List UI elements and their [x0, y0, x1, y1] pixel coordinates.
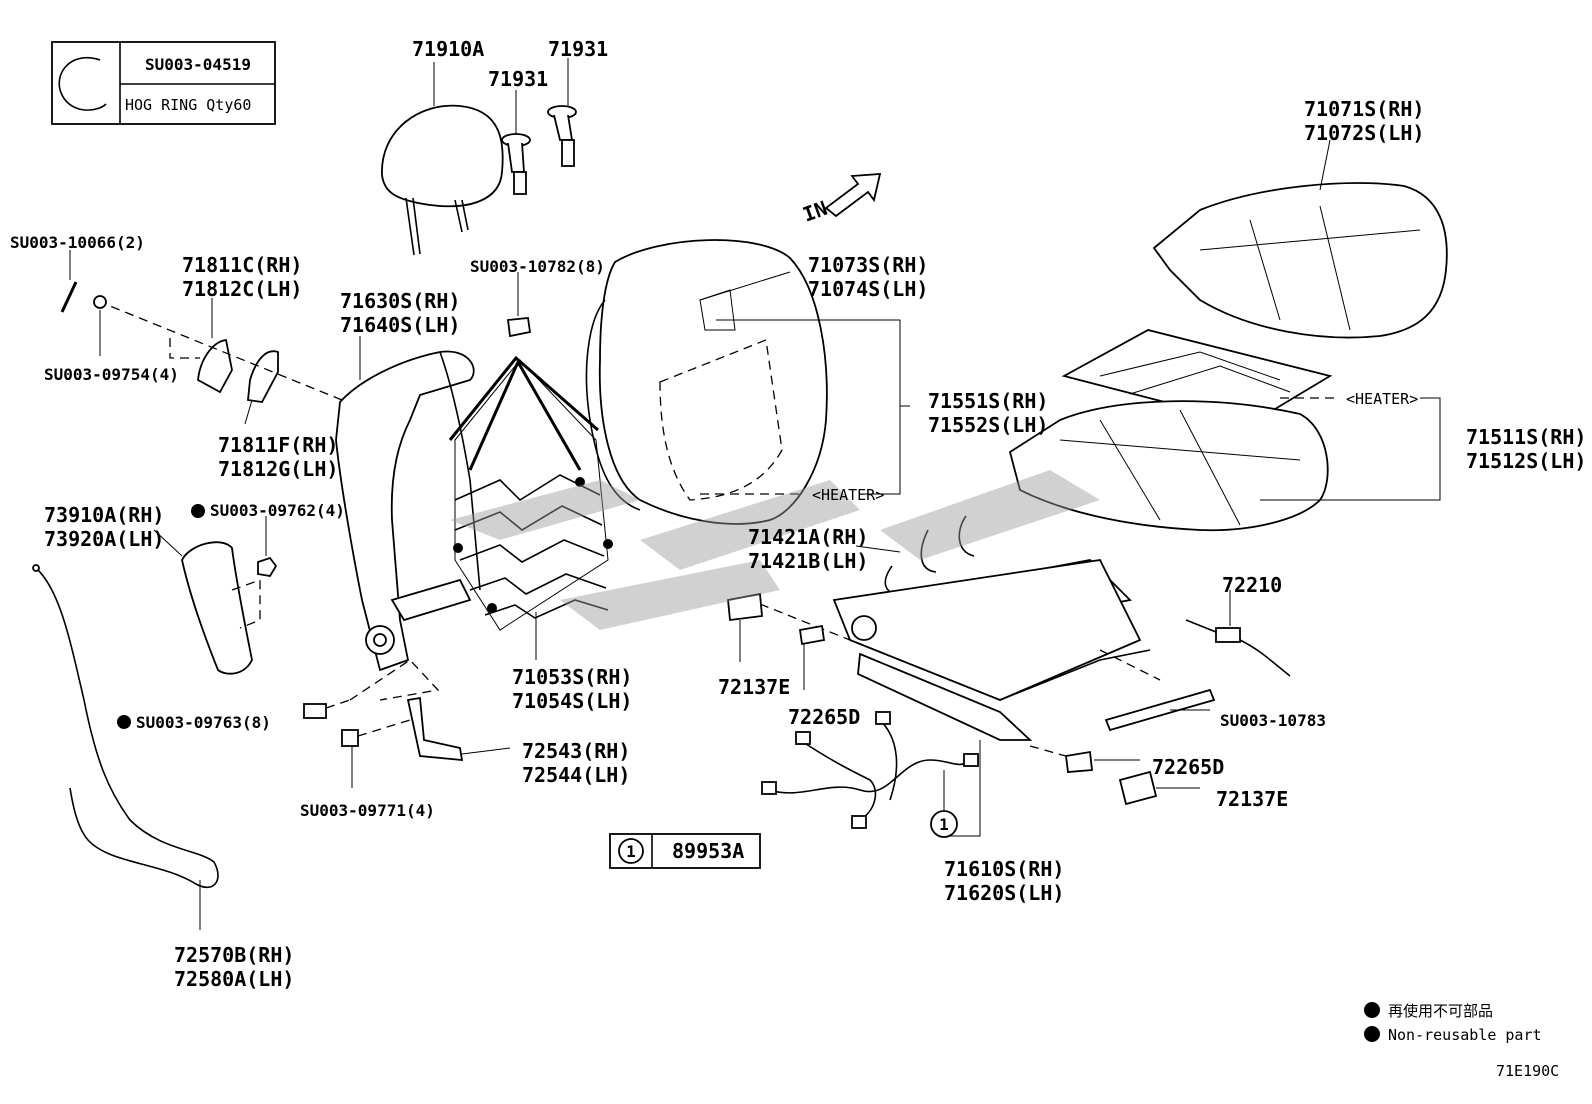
- bolt-su003-09771: [341, 719, 411, 788]
- seat-back-pad: [585, 239, 828, 525]
- label-frame-1: 71630S(RH): [340, 289, 460, 313]
- back-heater-leader: [700, 319, 910, 495]
- label-side-panel-1: 73910A(RH): [44, 503, 164, 527]
- legend-dot-icon: [1364, 1002, 1380, 1018]
- circled-note-icon: [930, 810, 958, 838]
- label-backcover-2: 71072S(LH): [1304, 121, 1424, 145]
- label-bolt-su09763: SU003-09763(8): [136, 713, 271, 732]
- seat-back-springs: [448, 355, 613, 660]
- label-back-heater-1: 71551S(RH): [928, 389, 1048, 413]
- label-frame-2: 71640S(LH): [340, 313, 460, 337]
- headrest-guide-a: [501, 90, 531, 195]
- label-headrest: 71910A: [412, 37, 484, 61]
- trim-lower: [244, 350, 279, 425]
- note-box-part: 89953A: [672, 839, 744, 863]
- label-cable-2: 72580A(LH): [174, 967, 294, 991]
- label-trim2-1: 71811F(RH): [218, 433, 338, 457]
- seat-cushion-pad: [1008, 397, 1441, 532]
- legend-description: HOG RING Qty60: [125, 96, 251, 114]
- label-trim1-2: 71812C(LH): [182, 277, 302, 301]
- label-screw-su09754: SU003-09754(4): [44, 365, 179, 384]
- label-backpad-cover-2: 71074S(LH): [808, 277, 928, 301]
- nut-su003-09762: [231, 516, 278, 629]
- label-adjuster-1: 71610S(RH): [944, 857, 1064, 881]
- side-panel: [153, 529, 253, 675]
- label-su10783: SU003-10783: [1220, 711, 1326, 730]
- dashed-leaders-adjuster: [759, 603, 1161, 761]
- footer-non-reusable-jp: 再使用不可部品: [1388, 1002, 1493, 1020]
- label-heater-tag-cushion: <HEATER>: [1346, 390, 1418, 408]
- label-bolt-su09771: SU003-09771(4): [300, 801, 435, 820]
- seat-back-frame: [335, 336, 481, 672]
- release-cable: [32, 564, 219, 930]
- label-cushion-cover-2: 71512S(LH): [1466, 449, 1586, 473]
- clip-su003-10782: [506, 272, 532, 338]
- label-springs-back-1: 71053S(RH): [512, 665, 632, 689]
- seat-adjuster: [832, 559, 1151, 837]
- note-box-number: 1: [626, 842, 636, 861]
- legend-part-no: SU003-04519: [145, 55, 251, 74]
- label-clip-72265-a: 72265D: [788, 705, 860, 729]
- footer-non-reusable-en: Non-reusable part: [1388, 1026, 1542, 1044]
- headrest-guide-b: [547, 58, 577, 167]
- watermark-logo: [450, 470, 1100, 630]
- hog-ring-icon: [58, 57, 107, 111]
- label-screw-su10066: SU003-10066(2): [10, 233, 145, 252]
- label-clip-72265-b: 72265D: [1152, 755, 1224, 779]
- footer-figure-code: 71E190C: [1496, 1062, 1559, 1080]
- clip-72265d-a: [798, 624, 826, 690]
- label-bracket-1: 72543(RH): [522, 739, 630, 763]
- circled-note-number: 1: [939, 815, 949, 834]
- label-heater-tag-back: <HEATER>: [812, 486, 884, 504]
- screw-su003-09754: [93, 295, 343, 401]
- label-backpad-cover-1: 71073S(RH): [808, 253, 928, 277]
- label-clip-su10782: SU003-10782(8): [470, 257, 605, 276]
- cushion-back-cover: [1152, 139, 1448, 339]
- label-cable-1: 72570B(RH): [174, 943, 294, 967]
- clip-72265d-b: [1064, 750, 1140, 773]
- label-cover-72137-a: 72137E: [718, 675, 790, 699]
- label-sensor: 72210: [1222, 573, 1282, 597]
- direction-label: IN: [800, 196, 831, 227]
- cover-72137e-b: [1118, 770, 1200, 806]
- label-nut-su09762: SU003-09762(4): [210, 501, 345, 520]
- label-springs-back-2: 71054S(LH): [512, 689, 632, 713]
- sensor-72210: [1185, 590, 1291, 677]
- label-trim1-1: 71811C(RH): [182, 253, 302, 277]
- su003-10783-part: [1104, 688, 1216, 732]
- label-spring-1: 71421A(RH): [748, 525, 868, 549]
- screw-su003-10066: [60, 250, 78, 313]
- label-side-panel-2: 73920A(LH): [44, 527, 164, 551]
- bracket-72543: [406, 696, 511, 762]
- direction-arrow-icon: IN: [800, 173, 882, 227]
- label-back-heater-2: 71552S(LH): [928, 413, 1048, 437]
- label-bracket-2: 72544(LH): [522, 763, 630, 787]
- label-adjuster-2: 71620S(LH): [944, 881, 1064, 905]
- hog-ring-legend: SU003-04519 HOG RING Qty60: [51, 41, 276, 125]
- wire-harness: 1: [761, 711, 979, 838]
- headrest: [381, 62, 504, 256]
- non-reusable-marker: [117, 715, 131, 729]
- note-box: 1 89953A: [609, 833, 761, 869]
- bolt-su003-09763: [303, 659, 440, 719]
- label-cushion-cover-1: 71511S(RH): [1466, 425, 1586, 449]
- cover-72137e-a: [727, 592, 763, 662]
- legend-dot-icon: [1364, 1026, 1380, 1042]
- label-guide-b: 71931: [488, 67, 548, 91]
- label-trim2-2: 71812G(LH): [218, 457, 338, 481]
- label-cover-72137-b: 72137E: [1216, 787, 1288, 811]
- backpad-cover-leader: [699, 271, 791, 301]
- non-reusable-marker: [191, 504, 205, 518]
- label-spring-2: 71421B(LH): [748, 549, 868, 573]
- label-backcover-1: 71071S(RH): [1304, 97, 1424, 121]
- trim-upper: [197, 298, 233, 394]
- label-guide-a: 71931: [548, 37, 608, 61]
